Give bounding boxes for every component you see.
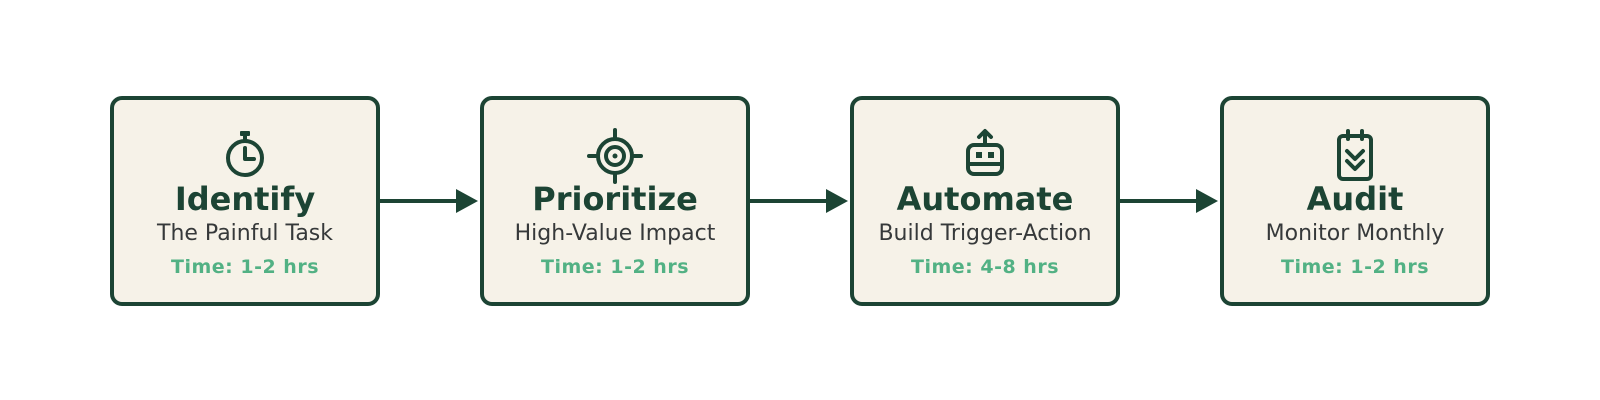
- step-time: Time: 1-2 hrs: [1280, 256, 1430, 278]
- arrow-right-icon: [1120, 189, 1218, 213]
- target-icon: [587, 128, 643, 184]
- robot-icon: [957, 128, 1013, 184]
- step-title: Automate: [896, 180, 1074, 218]
- step-identify: Identify The Painful Task Time: 1-2 hrs: [110, 96, 380, 306]
- step-time: Time: 4-8 hrs: [910, 256, 1060, 278]
- stopwatch-icon: [217, 128, 273, 184]
- checklist-clipboard-icon: [1327, 128, 1383, 184]
- step-subtitle: High-Value Impact: [514, 221, 716, 246]
- arrow-right-icon: [750, 189, 848, 213]
- step-subtitle: Monitor Monthly: [1265, 221, 1445, 246]
- step-title: Prioritize: [532, 180, 698, 218]
- arrow-connector: [750, 188, 850, 214]
- step-time: Time: 1-2 hrs: [170, 256, 320, 278]
- step-subtitle: The Painful Task: [157, 221, 333, 246]
- arrow-right-icon: [380, 189, 478, 213]
- step-subtitle: Build Trigger-Action: [878, 221, 1092, 246]
- arrow-connector: [380, 188, 480, 214]
- step-prioritize: Prioritize High-Value Impact Time: 1-2 h…: [480, 96, 750, 306]
- step-title: Identify: [174, 180, 316, 218]
- step-title: Audit: [1306, 180, 1404, 218]
- step-automate: Automate Build Trigger-Action Time: 4-8 …: [850, 96, 1120, 306]
- step-time: Time: 1-2 hrs: [540, 256, 690, 278]
- arrow-connector: [1120, 188, 1220, 214]
- step-audit: Audit Monitor Monthly Time: 1-2 hrs: [1220, 96, 1490, 306]
